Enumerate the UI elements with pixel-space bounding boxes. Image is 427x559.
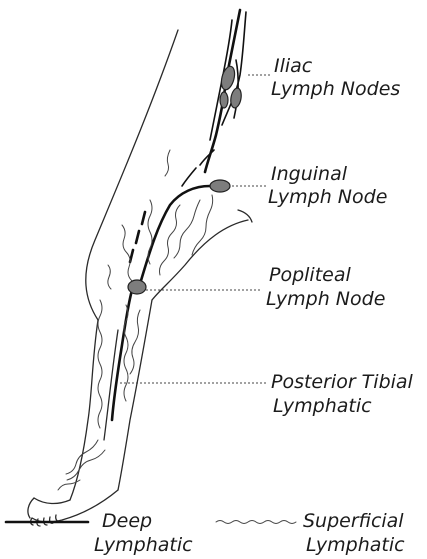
inguinal-lymph-node	[210, 180, 230, 192]
popliteal-label-line1: Popliteal	[269, 264, 351, 286]
legend-deep-label-line1: Deep	[102, 510, 152, 532]
posterior-tibial-label-line2: Lymphatic	[273, 395, 372, 417]
legend-deep-label-line2: Lymphatic	[94, 534, 193, 556]
iliac-lymph-nodes	[219, 65, 243, 109]
iliac-label-line1: Iliac	[274, 55, 313, 77]
superficial-lymphatic-vessels	[58, 150, 213, 490]
leg-outline	[28, 30, 252, 522]
legend: Deep Lymphatic Superficial Lymphatic	[6, 510, 405, 556]
leader-lines	[120, 75, 270, 383]
iliac-label-line2: Lymph Nodes	[271, 78, 400, 100]
inguinal-label-line2: Lymph Node	[268, 186, 387, 208]
toes	[31, 515, 59, 526]
legend-superficial-line	[216, 521, 296, 524]
popliteal-lymph-node	[128, 280, 146, 294]
legend-superficial-label-line2: Lymphatic	[306, 534, 405, 556]
anatomy-labels: Iliac Lymph Nodes Inguinal Lymph Node Po…	[266, 55, 414, 417]
popliteal-label-line2: Lymph Node	[266, 288, 385, 310]
inguinal-label-line1: Inguinal	[271, 163, 348, 185]
posterior-tibial-label-line1: Posterior Tibial	[271, 371, 414, 393]
legend-superficial-label-line1: Superficial	[303, 510, 404, 532]
